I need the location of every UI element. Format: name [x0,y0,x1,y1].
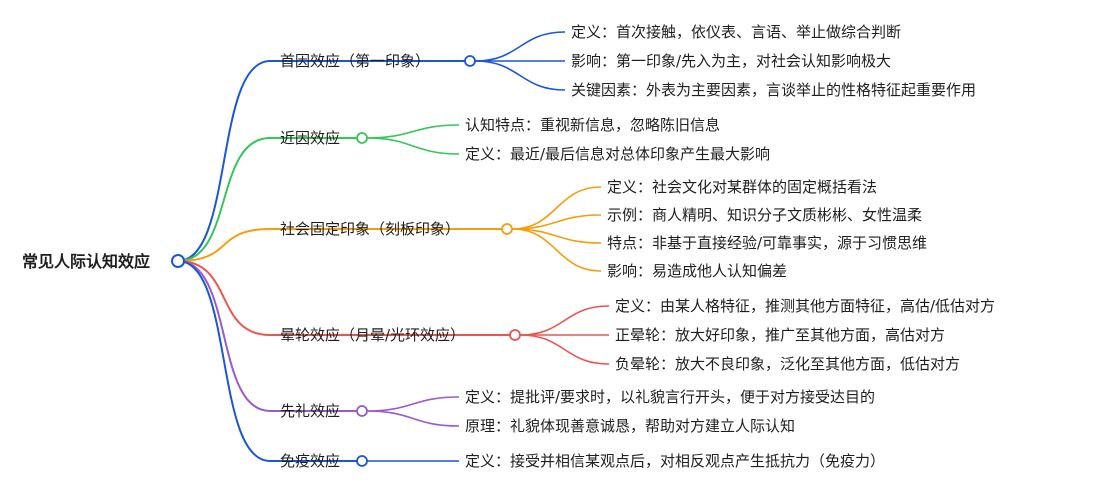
root-to-branch-connector [177,260,271,336]
branch-node-circle [501,223,513,235]
leaf-stereotype-definition[interactable]: 定义：社会文化对某群体的固定概括看法 [607,178,878,196]
branch-node-circle [509,329,521,341]
branch-label-immunity-effect[interactable]: 免疫效应 [280,452,341,470]
leaf-stereotype-example[interactable]: 示例：商人精明、知识分子文质彬彬、女性温柔 [607,206,923,224]
leaf-halo-negative[interactable]: 负晕轮：放大不良印象，泛化至其他方面，低估对方 [615,355,961,373]
leaf-connector [511,214,602,230]
root-to-branch-connector [177,260,271,412]
leaf-connector [474,31,566,62]
root-to-branch-connector [177,260,271,462]
root-to-branch-connector [177,228,271,262]
branch-node-circle [464,55,476,67]
root-node-circle [171,254,185,268]
leaf-connector [519,305,610,336]
leaf-connector [366,410,460,427]
root-to-branch-connector [177,137,271,262]
leaf-primacy-impact[interactable]: 影响：第一印象/先入为主，对社会认知影响极大 [571,52,892,70]
leaf-stereotype-impact[interactable]: 影响：易造成他人认知偏差 [607,262,788,280]
leaf-halo-positive[interactable]: 正晕轮：放大好印象，推广至其他方面，高估对方 [615,326,946,344]
leaf-connector [519,334,610,365]
branch-label-courtesy-effect[interactable]: 先礼效应 [280,402,341,420]
leaf-connector [511,186,602,230]
branch-node-circle [356,132,368,144]
branch-label-halo-effect[interactable]: 晕轮效应（月晕/光环效应） [280,326,466,344]
root-node-label[interactable]: 常见人际认知效应 [22,252,151,271]
leaf-connector [366,396,460,412]
branch-label-recency-effect[interactable]: 近因效应 [280,129,341,147]
leaf-connector [366,137,460,155]
leaf-stereotype-feature[interactable]: 特点：非基于直接经验/可靠事实，源于习惯思维 [607,234,928,252]
leaf-recency-definition[interactable]: 定义：最近/最后信息对总体印象产生最大影响 [465,145,771,163]
branch-node-circle [356,455,368,467]
branch-label-primacy-effect[interactable]: 首因效应（第一印象） [280,52,431,70]
leaf-connector [511,228,602,272]
leaf-connector [474,60,566,91]
leaf-courtesy-definition[interactable]: 定义：提批评/要求时，以礼貌言行开头，便于对方接受达目的 [465,388,876,406]
leaf-connector [366,124,460,139]
root-to-branch-connector [177,60,271,262]
leaf-connector [511,228,602,244]
leaf-recency-feature[interactable]: 认知特点：重视新信息，忽略陈旧信息 [465,116,721,134]
leaf-primacy-key-factors[interactable]: 关键因素：外表为主要因素，言谈举止的性格特征起重要作用 [571,81,977,99]
leaf-immunity-definition[interactable]: 定义：接受并相信某观点后，对相反观点产生抵抗力（免疫力） [465,452,886,470]
branch-label-stereotype[interactable]: 社会固定印象（刻板印象） [280,220,461,238]
branch-node-circle [356,405,368,417]
leaf-primacy-definition[interactable]: 定义：首次接触，依仪表、言语、举止做综合判断 [571,23,902,41]
leaf-courtesy-principle[interactable]: 原理：礼貌体现善意诚恳，帮助对方建立人际认知 [465,417,796,435]
leaf-halo-definition[interactable]: 定义：由某人格特征，推测其他方面特征，高估/低估对方 [615,297,996,315]
